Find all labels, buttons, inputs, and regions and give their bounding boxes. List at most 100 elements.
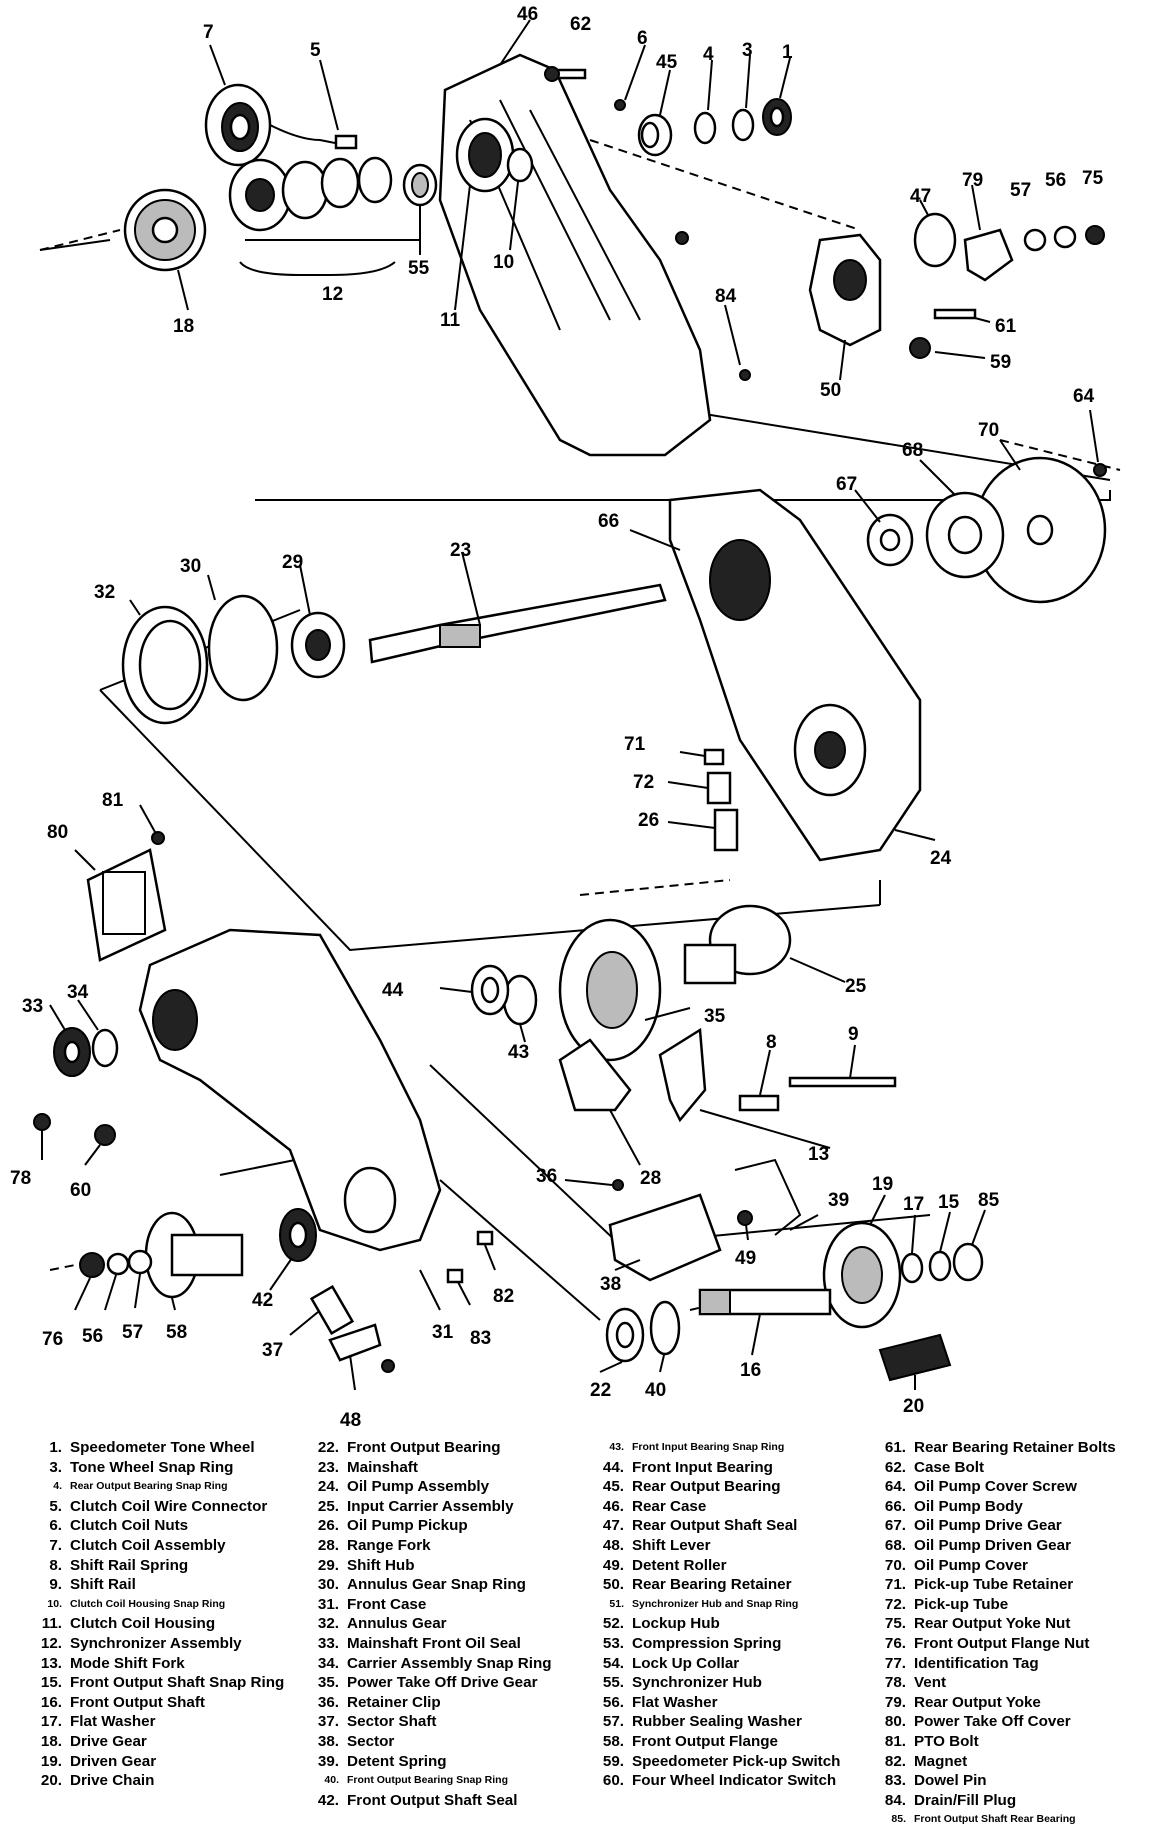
legend-item-label: Detent Spring: [347, 1752, 447, 1770]
detent-spring: [734, 1158, 802, 1236]
legend-item-label: Flat Washer: [632, 1693, 718, 1711]
legend-item-number: 46.: [602, 1497, 624, 1515]
rubber-sealing-washer-bottom: [127, 1249, 153, 1275]
legend-item: 38.Sector: [305, 1732, 552, 1752]
legend-item: 45.Rear Output Bearing: [590, 1477, 840, 1497]
legend-item-label: Front Input Bearing Snap Ring: [632, 1441, 785, 1453]
legend-item-label: Power Take Off Cover: [914, 1713, 1071, 1731]
legend-item: 15.Front Output Shaft Snap Ring: [28, 1673, 284, 1693]
mainshaft-front-oil-seal: [53, 1027, 91, 1077]
callout: 78: [10, 1168, 31, 1189]
legend-item: 32.Annulus Gear: [305, 1614, 552, 1634]
legend-item: 20. Drive Chain: [28, 1771, 284, 1791]
legend-item-label: Retainer Clip: [347, 1693, 441, 1711]
legend-item-number: 61.: [884, 1439, 906, 1456]
legend-item: 82.Magnet: [872, 1752, 1116, 1772]
detent-roller: [737, 1210, 753, 1226]
legend-item: 25.Input Carrier Assembly: [305, 1497, 552, 1517]
drive-gear: [123, 188, 207, 272]
callout: 36: [536, 1166, 557, 1187]
legend-item-label: Oil Pump Assembly: [347, 1478, 490, 1496]
oil-pump-driven-gear: [925, 491, 1005, 579]
legend-item-number: 20.: [40, 1772, 62, 1790]
legend-item-number: 34.: [317, 1654, 339, 1672]
callout: 48: [340, 1410, 361, 1431]
legend-item-label: Lock Up Collar: [632, 1654, 740, 1672]
callout: 47: [910, 186, 931, 207]
range-fork: [558, 1038, 632, 1112]
legend-item: 49.Detent Roller: [590, 1556, 840, 1576]
legend-item-number: 13.: [40, 1654, 62, 1672]
legend-item-number: 81.: [884, 1732, 906, 1750]
legend-item-number: 3.: [49, 1458, 62, 1476]
legend-item-label: Range Fork: [347, 1536, 431, 1554]
legend-item-number: 7.: [49, 1536, 62, 1554]
legend-item: 60.Four Wheel Indicator Switch: [590, 1771, 840, 1791]
legend-item: 35. Power Take Off Drive Gear: [305, 1673, 552, 1693]
callout: 71: [624, 734, 646, 755]
legend-item-number: 68.: [884, 1536, 906, 1554]
legend-item-number: 36.: [317, 1693, 339, 1711]
legend-item-number: 26.: [317, 1517, 339, 1535]
synchronizer-assembly: [228, 156, 396, 276]
legend-item: 59.Speedometer Pick-up Switch: [590, 1752, 841, 1772]
callout: 64: [1073, 386, 1095, 407]
legend-item-number: 83.: [884, 1772, 906, 1790]
legend-item-number: 37.: [317, 1713, 339, 1731]
legend-item-label: Power Take Off Drive Gear: [347, 1674, 538, 1692]
legend-item-number: 29.: [317, 1556, 339, 1574]
legend-item: 5.Clutch Coil Wire Connector: [28, 1497, 284, 1517]
legend-item-number: 47.: [602, 1517, 624, 1535]
dashed-guide-2: [589, 139, 861, 231]
legend-item-label: Front Output Shaft Seal: [347, 1791, 518, 1809]
legend-item: 13.Mode Shift Fork: [28, 1654, 284, 1674]
oil-pump-pickup: [713, 808, 739, 852]
legend-item-label: Front Case: [347, 1595, 427, 1613]
legend-item-number: 49.: [602, 1556, 624, 1574]
rear-output-bearing-snap-ring: [693, 111, 717, 145]
callout: 44: [382, 980, 404, 1001]
legend-item-number: 38.: [317, 1732, 339, 1750]
legend-item-number: 31.: [317, 1595, 339, 1613]
flat-washer-bottom: [106, 1252, 130, 1276]
legend-item-label: Front Output Bearing: [347, 1439, 501, 1456]
legend-item: 28.Range Fork: [305, 1536, 552, 1556]
front-input-bearing: [470, 964, 510, 1016]
callout: 1: [782, 42, 793, 63]
legend-item-number: 48.: [602, 1536, 624, 1554]
front-input-bearing-snap-ring: [502, 974, 538, 1026]
rear-output-bearing: [637, 113, 673, 157]
legend-item-label: Oil Pump Pickup: [347, 1517, 468, 1535]
legend-item-number: 79.: [884, 1693, 906, 1711]
legend-item-number: 60.: [602, 1772, 624, 1790]
legend-item-number: 33.: [317, 1634, 339, 1652]
magnet: [476, 1230, 494, 1246]
legend-item-label: Flat Washer: [70, 1713, 156, 1731]
legend-item-label: Case Bolt: [914, 1458, 985, 1476]
callout: 9: [848, 1024, 859, 1045]
callout: 13: [808, 1144, 829, 1165]
legend-item-number: 72.: [884, 1595, 906, 1613]
annulus-gear: [121, 605, 209, 725]
legend-item-number: 53.: [602, 1634, 624, 1652]
callout: 55: [408, 258, 430, 279]
legend-item: 6.Clutch Coil Nuts: [28, 1516, 284, 1536]
legend-item: 53.Compression Spring: [590, 1634, 840, 1654]
legend-item-label: Shift Lever: [632, 1536, 711, 1554]
legend-item-number: 35.: [317, 1674, 339, 1692]
legend-item-number: 39.: [317, 1752, 339, 1770]
legend-item-label: Lockup Hub: [632, 1615, 720, 1633]
callout: 18: [173, 316, 194, 337]
legend-item: 18.Drive Gear: [28, 1732, 284, 1752]
callout: 68: [902, 440, 923, 461]
legend-item: 68.Oil Pump Driven Gear: [872, 1536, 1116, 1556]
callout: 62: [570, 14, 591, 35]
legend-item: 80.Power Take Off Cover: [872, 1712, 1116, 1732]
callout: 35: [704, 1006, 726, 1027]
callout: 31: [432, 1322, 454, 1343]
legend-item-label: Drive Chain: [70, 1772, 155, 1790]
legend-item-label: Clutch Coil Assembly: [70, 1536, 226, 1554]
drive-chain: [878, 1333, 952, 1382]
callout: 40: [645, 1380, 666, 1401]
legend-item-label: Vent: [914, 1674, 947, 1692]
